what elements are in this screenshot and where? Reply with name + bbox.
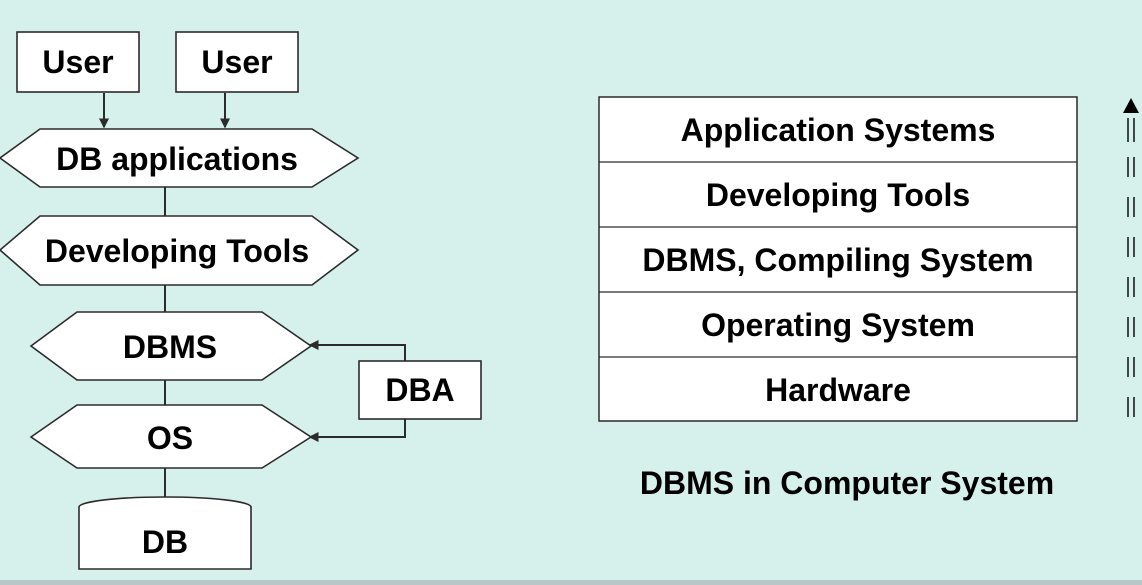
dbms-label: DBMS bbox=[123, 329, 217, 365]
right-layer-diagram: Application Systems Developing Tools DBM… bbox=[598, 96, 1078, 501]
dbms-shape bbox=[29, 311, 313, 381]
layer-application-systems: Application Systems bbox=[681, 112, 996, 148]
layer-operating-system: Operating System bbox=[701, 307, 975, 343]
db-applications-label: DB applications bbox=[56, 141, 298, 177]
upward-arrow-icon bbox=[1123, 98, 1139, 417]
developing-tools-shape bbox=[0, 215, 360, 286]
user-right-box bbox=[175, 31, 299, 93]
layer-dbms-compiling-system: DBMS, Compiling System bbox=[642, 242, 1033, 278]
layer-hardware: Hardware bbox=[765, 372, 911, 408]
user-left-label: User bbox=[42, 44, 113, 80]
left-system-diagram: User User DB applications Developing Too… bbox=[0, 31, 482, 570]
dba-to-dbms-arrow bbox=[308, 340, 406, 361]
dba-box bbox=[358, 360, 482, 420]
os-shape bbox=[29, 404, 313, 469]
user-right-label: User bbox=[201, 44, 272, 80]
db-cylinder-shape bbox=[78, 496, 252, 570]
os-label: OS bbox=[147, 420, 193, 456]
db-label: DB bbox=[142, 524, 188, 560]
db-applications-shape bbox=[0, 128, 360, 188]
right-diagram-caption: DBMS in Computer System bbox=[640, 465, 1054, 501]
layer-developing-tools: Developing Tools bbox=[706, 177, 970, 213]
developing-tools-label: Developing Tools bbox=[45, 233, 309, 269]
bottom-border-bar bbox=[0, 580, 1142, 585]
dba-label: DBA bbox=[385, 372, 454, 408]
dba-to-os-arrow bbox=[308, 419, 406, 442]
layer-stack-frame bbox=[598, 96, 1078, 422]
user-left-box bbox=[16, 31, 140, 93]
